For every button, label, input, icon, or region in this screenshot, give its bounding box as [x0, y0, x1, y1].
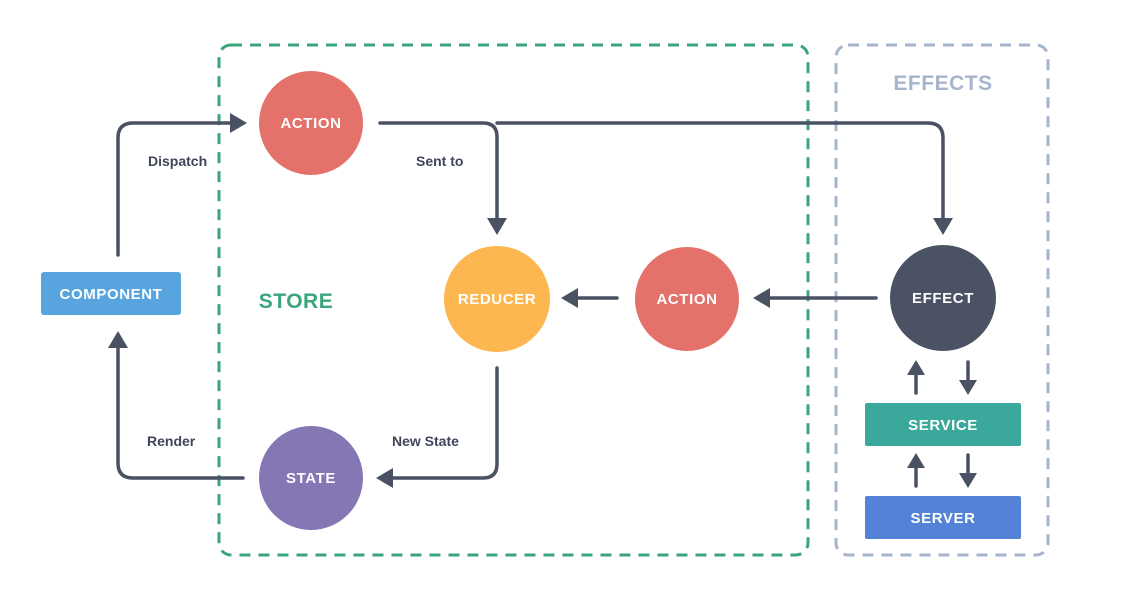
effect-node: EFFECT: [890, 245, 996, 351]
action-node-top: ACTION: [259, 71, 363, 175]
sent-to-label: Sent to: [416, 153, 463, 169]
action-node-top-label: ACTION: [280, 115, 341, 132]
action-to-effect-edge: [495, 121, 945, 220]
state-node: STATE: [259, 426, 363, 530]
action-to-effect-arrowhead: [933, 218, 953, 235]
store-region-label: STORE: [259, 290, 333, 313]
new-state-arrowhead: [376, 468, 393, 488]
effects-region: [834, 43, 1050, 557]
render-label: Render: [147, 433, 196, 449]
effect-to-service-arrowhead: [959, 380, 977, 395]
dispatch-label: Dispatch: [148, 153, 207, 169]
reducer-node-label: REDUCER: [458, 291, 536, 308]
server-node: SERVER: [865, 496, 1021, 539]
service-node: SERVICE: [865, 403, 1021, 446]
sent-to-arrowhead: [487, 218, 507, 235]
service-node-label: SERVICE: [908, 417, 978, 434]
dispatch-arrowhead: [230, 113, 247, 133]
store-region: [217, 43, 810, 557]
state-node-label: STATE: [286, 470, 336, 487]
new-state-label: New State: [392, 433, 459, 449]
component-node-label: COMPONENT: [60, 286, 163, 303]
action-node-mid-label: ACTION: [656, 291, 717, 308]
effect-node-label: EFFECT: [912, 290, 974, 307]
component-node: COMPONENT: [41, 272, 181, 315]
new-state-edge: [391, 366, 499, 480]
action-to-reducer-arrowhead: [561, 288, 578, 308]
render-arrowhead: [108, 331, 128, 348]
reducer-node: REDUCER: [444, 246, 550, 352]
sent-to-edge: [378, 121, 499, 220]
render-edge: [116, 346, 245, 480]
service-to-effect-arrowhead: [907, 360, 925, 375]
server-node-label: SERVER: [910, 510, 975, 527]
service-to-server-arrowhead: [959, 473, 977, 488]
dispatch-edge: [116, 121, 234, 257]
effect-to-action-arrowhead: [753, 288, 770, 308]
action-node-mid: ACTION: [635, 247, 739, 351]
server-to-service-arrowhead: [907, 453, 925, 468]
effects-region-label: EFFECTS: [893, 72, 992, 95]
